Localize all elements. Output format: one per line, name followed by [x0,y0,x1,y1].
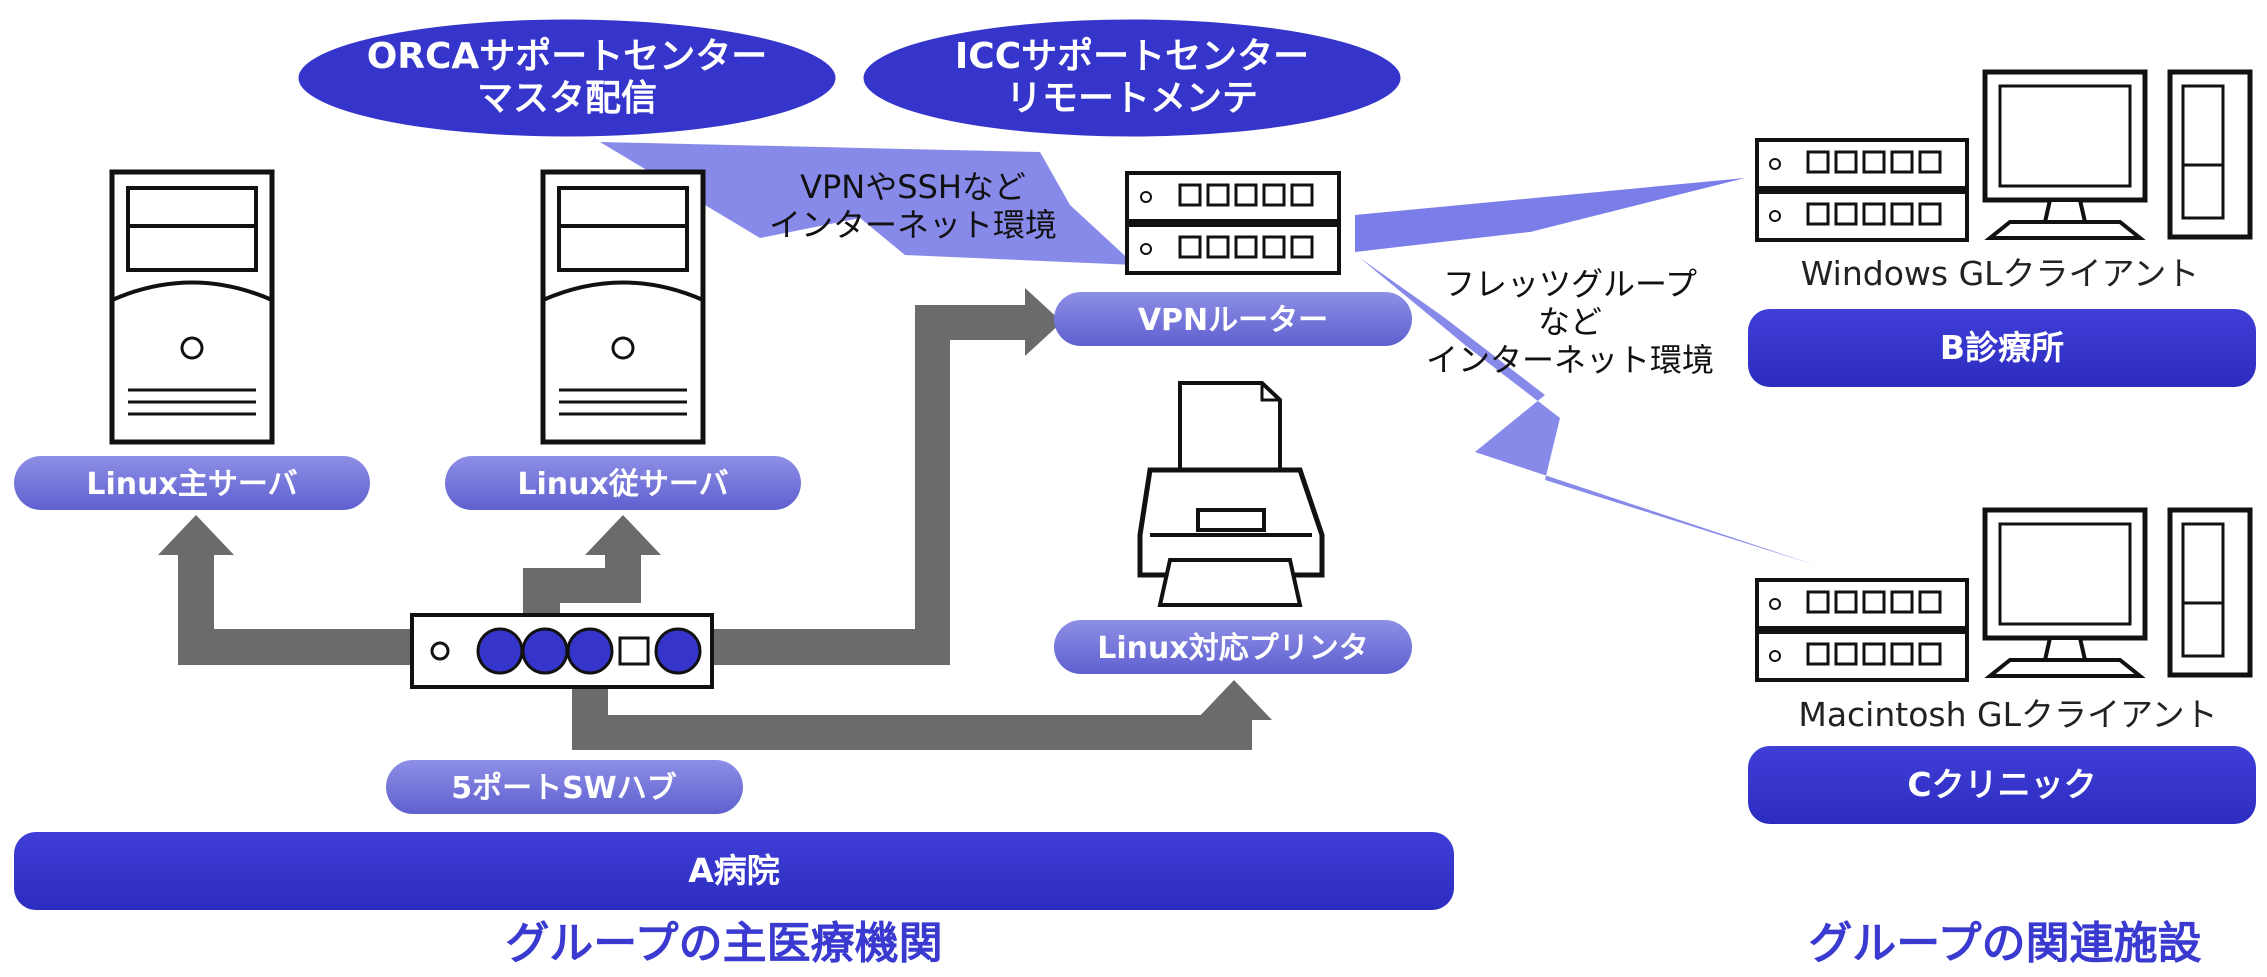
footer-main-group: グループの主医療機関 [505,918,942,969]
hub-port-5 [654,627,702,675]
flets-network-line1: フレッツグループ [1443,265,1697,303]
vpn-internet-bolt [600,142,1135,265]
svg-text:VPNルーター: VPNルーター [1138,303,1328,338]
hub-port-4 [618,636,650,666]
vpn-network-line2: インターネット環境 [769,206,1057,244]
label-linux-sub-server: Linux従サーバ [445,456,801,510]
label-switch-hub: 5ポートSWハブ [386,760,743,814]
svg-text:Linux主サーバ: Linux主サーバ [86,467,297,502]
site-bar-clinic-b: B診療所 [1748,309,2256,387]
hub-port-1 [476,627,524,675]
arrow-to-sub-server [523,515,661,635]
label-linux-printer: Linux対応プリンタ [1054,620,1412,674]
svg-text:5ポートSWハブ: 5ポートSWハブ [451,771,677,806]
vpn-network-line1: VPNやSSHなど [800,168,1026,206]
flets-network-line3: インターネット環境 [1426,341,1714,379]
icc-cloud-line2: リモートメンテ [1006,78,1258,119]
connectors [158,288,1272,750]
orca-support-cloud: ORCAサポートセンター マスタ配信 [295,16,839,140]
printer-icon [1137,381,1325,607]
site-bar-hospital-a: A病院 [14,832,1454,910]
vpn-router-icon [1125,171,1341,275]
linux-sub-server-icon [540,169,706,445]
orca-cloud-line1: ORCAサポートセンター [367,35,768,77]
arrow-to-printer [572,670,1272,750]
svg-text:Cクリニック: Cクリニック [1907,765,2096,804]
hub-port-2 [521,627,569,675]
switch-hub-device [410,613,714,689]
hub-port-3 [566,627,614,675]
label-vpn-router: VPNルーター [1054,292,1412,346]
caption-windows-client: Windows GLクライアント [1801,254,2199,293]
windows-client-icon [1755,69,2253,242]
mac-client-icon [1755,507,2253,682]
svg-text:A病院: A病院 [688,851,780,890]
footer-related-group: グループの関連施設 [1808,918,2201,969]
icc-cloud-line1: ICCサポートセンター [955,35,1309,77]
arrow-to-vpn-router [700,288,1062,665]
flets-network-line2: など [1538,303,1602,341]
svg-text:Linux従サーバ: Linux従サーバ [517,467,728,502]
caption-mac-client: Macintosh GLクライアント [1798,695,2217,734]
svg-text:Linux対応プリンタ: Linux対応プリンタ [1097,631,1368,666]
orca-cloud-line2: マスタ配信 [477,78,657,119]
svg-text:B診療所: B診療所 [1940,328,2064,367]
icc-support-cloud: ICCサポートセンター リモートメンテ [860,16,1404,140]
arrow-to-main-server [158,515,420,665]
windows-link-bolt [1355,178,1745,252]
site-bar-clinic-c: Cクリニック [1748,746,2256,824]
linux-main-server-icon [109,169,275,445]
label-linux-main-server: Linux主サーバ [14,456,370,510]
